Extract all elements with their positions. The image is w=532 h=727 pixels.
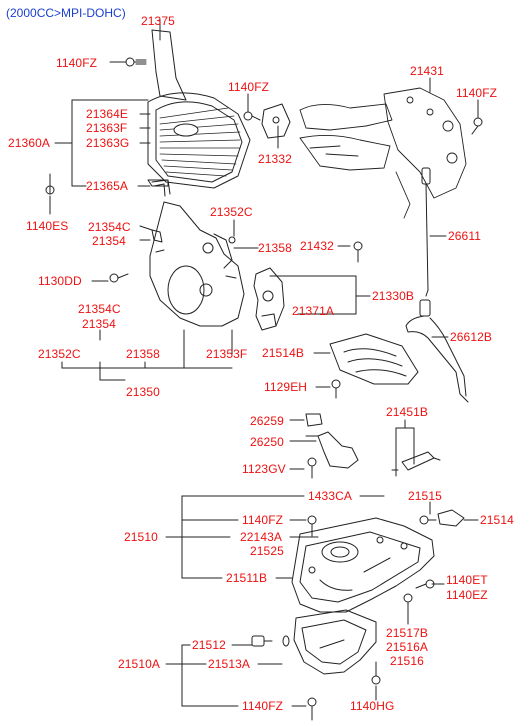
- part-label-21431[interactable]: 21431: [410, 64, 444, 78]
- part-label-1130dd[interactable]: 1130DD: [38, 274, 82, 288]
- oil-dipstick: [421, 167, 431, 297]
- part-label-22143a[interactable]: 22143A: [240, 530, 282, 544]
- part-label-21515[interactable]: 21515: [408, 489, 442, 503]
- part-label-21516a[interactable]: 21516A: [386, 640, 428, 654]
- part-label-21432[interactable]: 21432: [300, 239, 334, 253]
- sealant-tube: [391, 451, 441, 471]
- part-label-21375[interactable]: 21375: [141, 14, 175, 28]
- timing-belt-upper-cover: [147, 29, 251, 189]
- oil-pan-upper: [291, 517, 435, 613]
- oil-pan-lower: [251, 609, 377, 675]
- part-label-21364e[interactable]: 21364E: [86, 107, 128, 121]
- part-label-26259[interactable]: 26259: [250, 414, 284, 428]
- part-label-1129eh[interactable]: 1129EH: [264, 380, 308, 394]
- part-label-1140et[interactable]: 1140ET: [446, 573, 488, 587]
- part-label-1140hg[interactable]: 1140HG: [350, 699, 395, 713]
- breather-hose: [151, 179, 171, 197]
- part-label-21354c-top[interactable]: 21354C: [88, 220, 131, 234]
- part-label-1140fz-pan[interactable]: 1140FZ: [242, 513, 284, 527]
- part-label-21332[interactable]: 21332: [258, 152, 292, 166]
- bracket-21332: [261, 103, 291, 139]
- tensioner-assembly: [253, 267, 285, 331]
- part-label-1140fz-right[interactable]: 1140FZ: [456, 86, 498, 100]
- part-label-21358-bottom[interactable]: 21358: [126, 347, 160, 361]
- part-label-21353f[interactable]: 21353F: [206, 347, 248, 361]
- part-label-1433ca[interactable]: 1433CA: [308, 489, 352, 503]
- part-label-21354-bottom[interactable]: 21354: [82, 317, 116, 331]
- part-label-1123gv[interactable]: 1123GV: [242, 462, 286, 476]
- part-label-21352c-top[interactable]: 21352C: [210, 205, 253, 219]
- part-label-21510[interactable]: 21510: [124, 530, 158, 544]
- part-label-1140es[interactable]: 1140ES: [26, 219, 69, 233]
- part-label-21514[interactable]: 21514: [480, 513, 514, 527]
- part-label-21350[interactable]: 21350: [126, 385, 160, 399]
- part-label-1140fz-mid[interactable]: 1140FZ: [228, 80, 270, 94]
- part-label-21363f[interactable]: 21363F: [86, 121, 128, 135]
- part-label-21525[interactable]: 21525: [250, 544, 284, 558]
- baffle-plate: [329, 333, 419, 385]
- part-label-21510a[interactable]: 21510A: [118, 657, 160, 671]
- oil-pipe: [405, 299, 469, 403]
- part-label-21352c-bottom[interactable]: 21352C: [38, 347, 81, 361]
- part-label-26612b[interactable]: 26612B: [450, 330, 492, 344]
- part-label-21451b[interactable]: 21451B: [386, 405, 428, 419]
- part-label-21358-top[interactable]: 21358: [258, 241, 292, 255]
- part-label-21330b[interactable]: 21330B: [372, 289, 414, 303]
- part-label-26250[interactable]: 26250: [250, 435, 284, 449]
- part-label-21365a[interactable]: 21365A: [86, 179, 128, 193]
- part-label-21354-top[interactable]: 21354: [92, 234, 126, 248]
- part-label-1140ez[interactable]: 1140EZ: [446, 588, 488, 602]
- part-label-21513a[interactable]: 21513A: [208, 657, 250, 671]
- part-label-21371a[interactable]: 21371A: [292, 304, 334, 318]
- part-label-21363g[interactable]: 21363G: [86, 136, 130, 150]
- oil-strainer: [305, 413, 359, 469]
- part-label-21354c-bottom[interactable]: 21354C: [78, 302, 121, 316]
- bracket-21514: [437, 509, 465, 527]
- part-label-21516[interactable]: 21516: [390, 654, 424, 668]
- bolt-icons: [45, 57, 483, 721]
- part-label-1140fz-top[interactable]: 1140FZ: [56, 56, 98, 70]
- part-label-21360a[interactable]: 21360A: [8, 136, 50, 150]
- part-label-21512[interactable]: 21512: [192, 638, 226, 652]
- part-label-26611[interactable]: 26611: [448, 229, 481, 243]
- timing-belt-lower-cover: [149, 201, 245, 327]
- engine-block-outline: [299, 87, 467, 219]
- part-label-21511b[interactable]: 21511B: [226, 571, 268, 585]
- part-label-21517b[interactable]: 21517B: [386, 626, 428, 640]
- leader-lines: [49, 19, 479, 707]
- part-label-21514b[interactable]: 21514B: [262, 346, 304, 360]
- engine-variant-header: (2000CC>MPI-DOHC): [6, 6, 126, 20]
- part-label-1140fz-bottom[interactable]: 1140FZ: [242, 699, 284, 713]
